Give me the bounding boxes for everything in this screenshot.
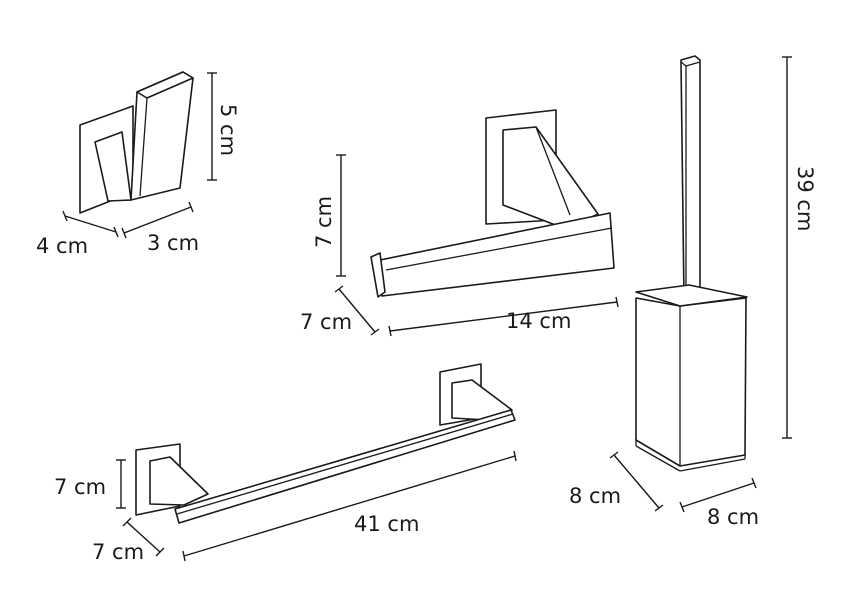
hook-depth-label: 4 cm	[36, 234, 88, 258]
bar-depth-label: 7 cm	[92, 540, 144, 564]
brush-width-label: 8 cm	[707, 505, 759, 529]
brush-height-dimension	[782, 56, 792, 439]
holder-depth-label: 7 cm	[300, 310, 352, 334]
holder-bar-end	[370, 252, 386, 298]
hook-height-dimension	[207, 72, 217, 181]
brush-width-dimension	[679, 477, 757, 513]
bar-depth-dimension	[122, 517, 165, 557]
brush-height-label: 39 cm	[793, 166, 817, 231]
brush-depth-label: 8 cm	[569, 484, 621, 508]
paper-holder	[370, 109, 615, 298]
towel-bar	[135, 363, 516, 524]
bar-width-label: 41 cm	[354, 512, 419, 536]
brush-depth-dimension	[609, 451, 664, 512]
bar-height-label: 7 cm	[54, 475, 106, 499]
holder-width-dimension	[388, 296, 619, 337]
hook-height-label: 5 cm	[216, 104, 240, 156]
robe-hook	[79, 71, 194, 214]
brush-container-lid	[635, 284, 748, 307]
bar-height-dimension	[116, 459, 126, 509]
holder-width-label: 14 cm	[506, 309, 571, 333]
hook-top-face	[136, 71, 194, 99]
holder-bar	[379, 212, 615, 297]
brush-handle	[680, 55, 701, 300]
hook-depth-dimension	[62, 210, 119, 238]
holder-depth-dimension	[334, 285, 380, 336]
toilet-brush-holder	[635, 55, 748, 472]
bar-left-support	[149, 456, 209, 506]
bar-width-dimension	[182, 450, 517, 562]
holder-height-dimension	[336, 154, 346, 277]
hook-arm	[94, 131, 132, 202]
brush-container	[635, 297, 747, 467]
holder-height-label: 7 cm	[312, 196, 336, 248]
hook-width-label: 3 cm	[147, 231, 199, 255]
bar-rail	[174, 409, 516, 524]
hook-width-dimension	[121, 201, 194, 239]
